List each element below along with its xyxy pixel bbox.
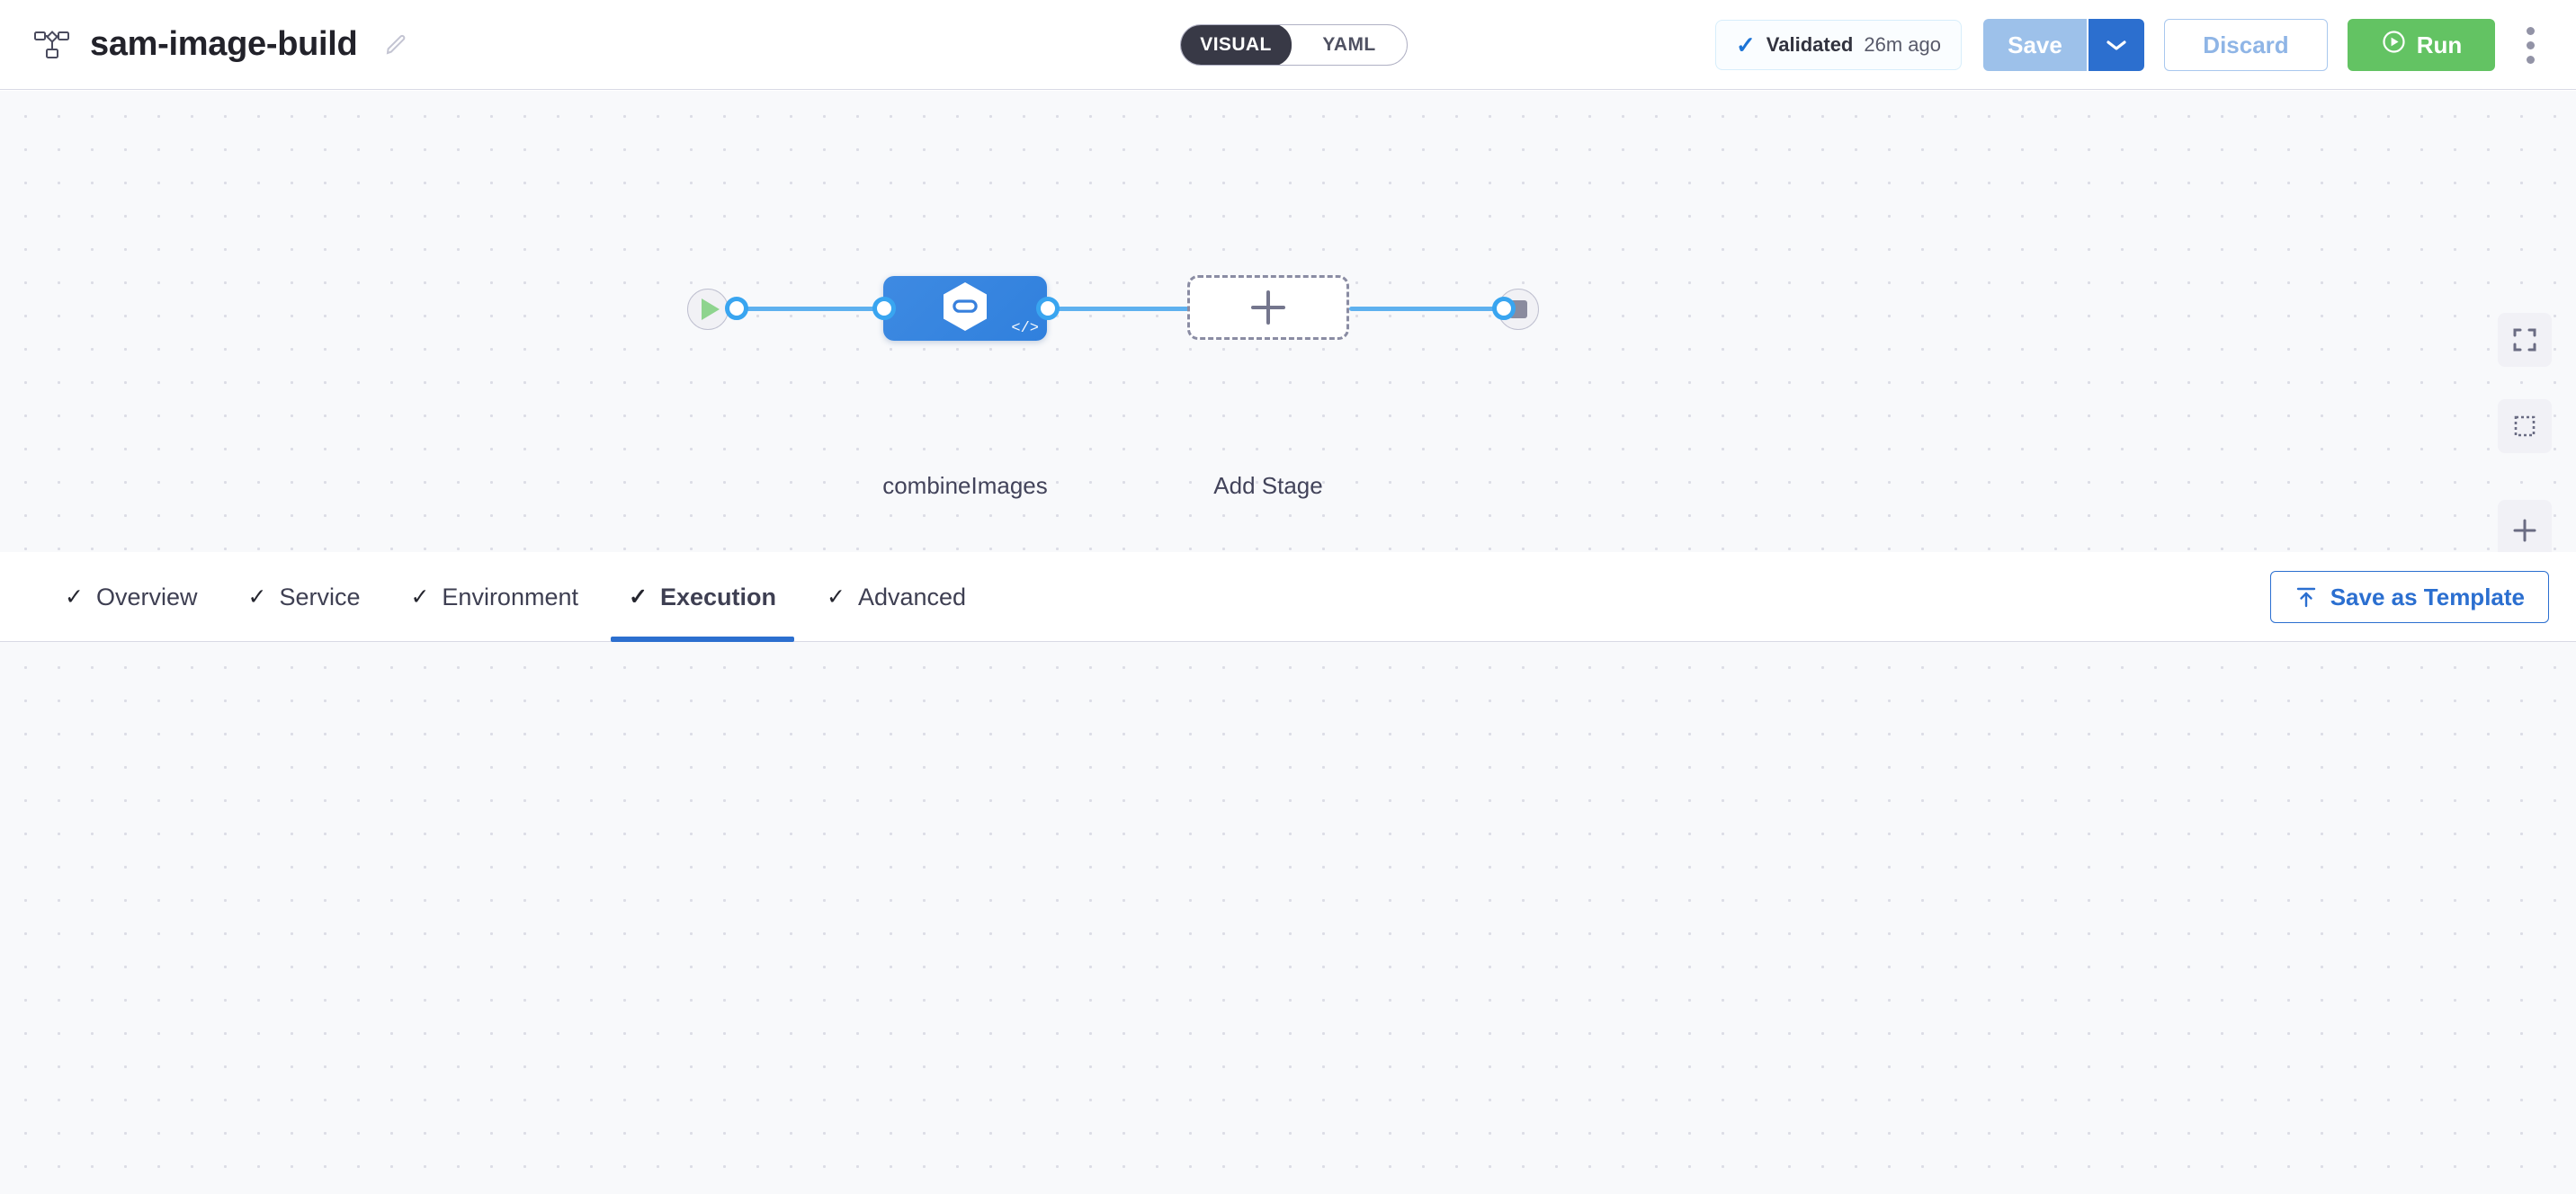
tab-label: Advanced bbox=[857, 583, 967, 610]
plus-icon bbox=[2513, 519, 2536, 542]
run-button[interactable]: Run bbox=[2348, 19, 2495, 71]
end-port[interactable] bbox=[1492, 297, 1516, 320]
save-split-button[interactable]: Save bbox=[1983, 19, 2144, 71]
play-icon bbox=[701, 298, 720, 320]
chevron-down-icon[interactable] bbox=[2087, 19, 2144, 71]
tab-label: Service bbox=[279, 583, 361, 610]
tab-overview[interactable]: ✓ Overview bbox=[40, 552, 222, 642]
upload-template-icon bbox=[2296, 587, 2315, 608]
harness-cd-hexagon-icon bbox=[942, 281, 988, 336]
tab-advanced[interactable]: ✓ Advanced bbox=[801, 552, 991, 642]
stage-config-tabs: ✓ Overview ✓ Service ✓ Environment ✓ Exe… bbox=[0, 552, 2576, 642]
check-icon: ✓ bbox=[1735, 31, 1756, 58]
visual-yaml-toggle[interactable]: VISUAL YAML bbox=[1180, 24, 1408, 66]
connector-add-to-end bbox=[1349, 307, 1518, 311]
pipeline-identity: sam-image-build bbox=[0, 25, 409, 64]
stage-out-port[interactable] bbox=[1036, 297, 1060, 320]
play-circle-icon bbox=[2381, 29, 2407, 61]
connector-stage-to-add bbox=[1052, 307, 1189, 311]
tab-label: Execution bbox=[659, 583, 776, 610]
status-badge: ✓ Validated 26m ago bbox=[1714, 20, 1962, 70]
toggle-visual[interactable]: VISUAL bbox=[1181, 25, 1292, 65]
tab-environment[interactable]: ✓ Environment bbox=[385, 552, 604, 642]
plus-icon bbox=[1251, 290, 1285, 325]
check-icon: ✓ bbox=[629, 584, 648, 610]
code-badge: </> bbox=[1011, 320, 1039, 337]
top-bar: sam-image-build VISUAL YAML ✓ Validated … bbox=[0, 0, 2576, 90]
save-as-template-button[interactable]: Save as Template bbox=[2269, 571, 2549, 623]
validated-time: 26m ago bbox=[1864, 33, 1941, 56]
page-title: sam-image-build bbox=[90, 25, 358, 63]
tab-service[interactable]: ✓ Service bbox=[222, 552, 385, 642]
dashed-square-icon bbox=[2514, 415, 2536, 437]
save-button[interactable]: Save bbox=[1983, 19, 2087, 71]
fit-to-screen-button[interactable] bbox=[2498, 313, 2552, 367]
add-stage-button[interactable] bbox=[1187, 275, 1349, 340]
start-port[interactable] bbox=[725, 297, 748, 320]
kebab-menu-icon[interactable] bbox=[2515, 19, 2545, 71]
connector-start-to-stage bbox=[734, 307, 892, 311]
check-icon: ✓ bbox=[65, 584, 84, 610]
zoom-controls[interactable] bbox=[2498, 500, 2552, 552]
validated-label: Validated bbox=[1766, 33, 1854, 56]
tab-label: Environment bbox=[442, 583, 578, 610]
discard-button[interactable]: Discard bbox=[2164, 19, 2328, 71]
select-area-button[interactable] bbox=[2498, 399, 2552, 453]
tab-label: Overview bbox=[95, 583, 198, 610]
add-stage-label: Add Stage bbox=[1213, 472, 1323, 499]
save-as-template-label: Save as Template bbox=[2330, 583, 2525, 610]
stage-in-port[interactable] bbox=[872, 297, 896, 320]
toggle-yaml[interactable]: YAML bbox=[1322, 34, 1376, 55]
pipeline-nodes-icon bbox=[34, 30, 70, 60]
check-icon: ✓ bbox=[826, 584, 845, 610]
execution-canvas[interactable]: k8s-step-group </> dinD </> sam-prepare-… bbox=[0, 642, 2576, 1194]
zoom-in-button[interactable] bbox=[2498, 505, 2552, 552]
stage-node-combineimages[interactable]: </> bbox=[883, 276, 1047, 341]
run-label: Run bbox=[2416, 31, 2463, 58]
check-icon: ✓ bbox=[410, 584, 430, 610]
fit-screen-icon bbox=[2513, 328, 2536, 352]
pencil-icon[interactable] bbox=[377, 31, 409, 58]
top-bar-actions: ✓ Validated 26m ago Save Discard Run bbox=[1714, 0, 2576, 90]
stage-canvas[interactable]: </> combineImages Add Stage bbox=[0, 91, 2576, 553]
stage-label-combineimages: combineImages bbox=[882, 472, 1048, 499]
check-icon: ✓ bbox=[247, 584, 267, 610]
stage-start-node[interactable] bbox=[687, 289, 729, 330]
tab-execution[interactable]: ✓ Execution bbox=[604, 552, 801, 642]
